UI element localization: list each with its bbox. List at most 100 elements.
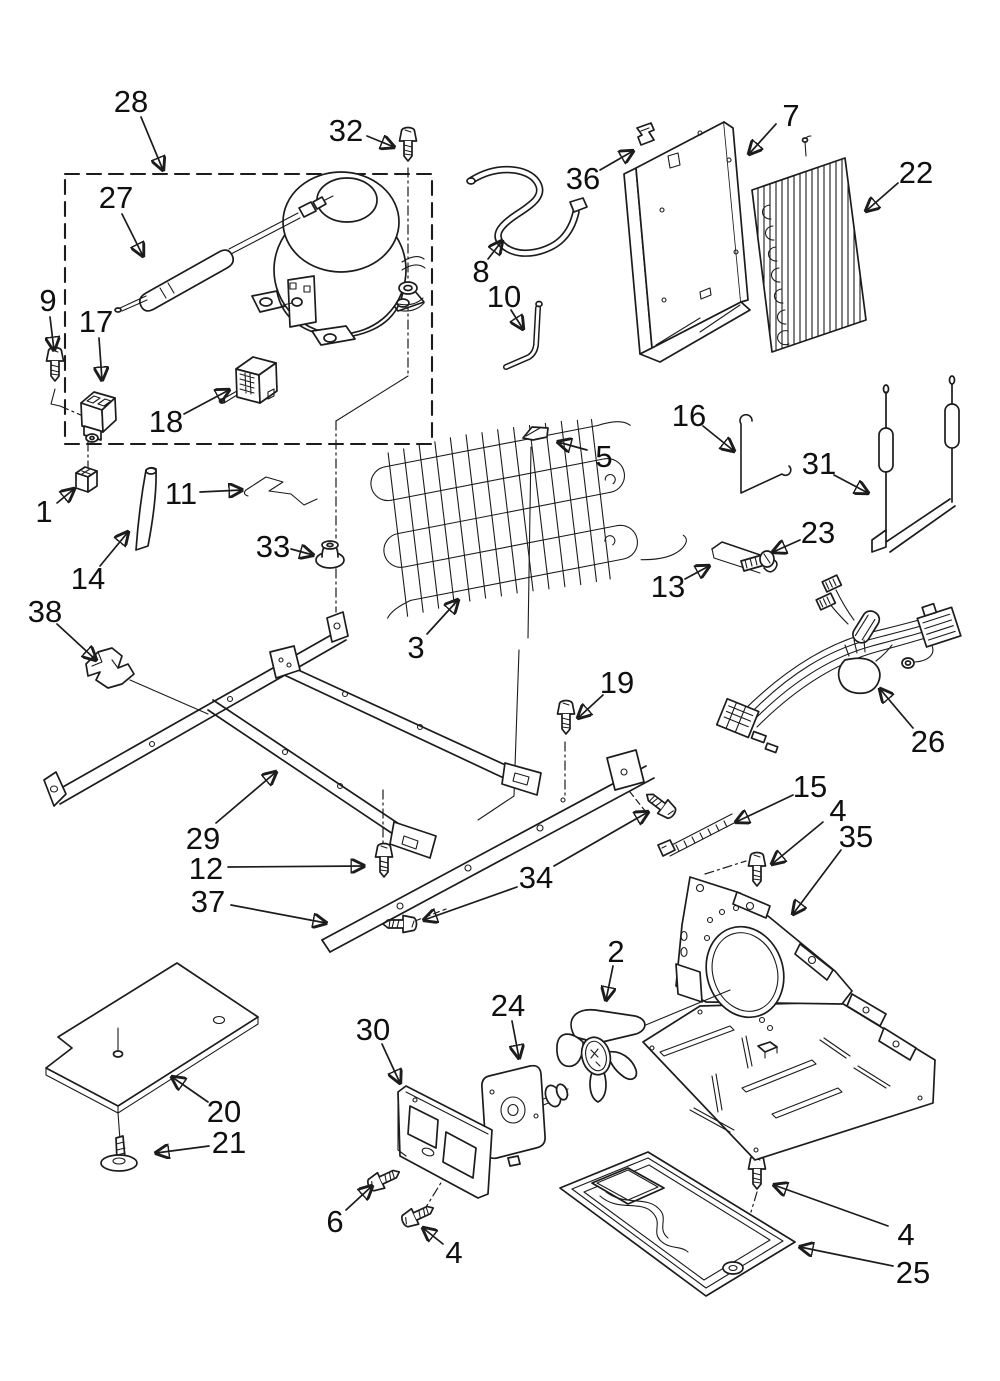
part-label-5: 5 xyxy=(595,439,612,474)
leader-arrow-37 xyxy=(230,904,326,923)
leader-arrow-20 xyxy=(172,1077,209,1103)
leader-arrow-2 xyxy=(606,965,613,1000)
part-label-16: 16 xyxy=(672,398,706,433)
part-label-20: 20 xyxy=(207,1094,241,1129)
leader-arrow-34 xyxy=(424,886,518,920)
clip-36 xyxy=(636,122,655,146)
part-label-34: 34 xyxy=(519,860,553,895)
leader-arrow-36 xyxy=(599,151,633,171)
part-label-28: 28 xyxy=(114,84,148,119)
fan-shroud-35 xyxy=(623,876,936,1161)
part-label-1: 1 xyxy=(35,494,52,529)
leader-arrow-31 xyxy=(833,474,868,493)
part-label-4: 4 xyxy=(829,793,846,828)
callout-layer: 2832279171811411333835810367221631231326… xyxy=(28,84,945,1290)
part-label-30: 30 xyxy=(356,1012,390,1047)
part-label-32: 32 xyxy=(329,113,363,148)
compressor xyxy=(251,171,426,346)
part-label-9: 9 xyxy=(39,283,56,318)
start-relay xyxy=(80,391,117,443)
leader-arrow-27 xyxy=(121,213,143,256)
leader-arrow-19 xyxy=(578,694,604,718)
bracket-38 xyxy=(85,647,209,715)
part-label-10: 10 xyxy=(487,279,521,314)
leader-arrow-5 xyxy=(558,442,588,450)
leader-arrow-4 xyxy=(774,1185,889,1227)
part-label-27: 27 xyxy=(99,180,133,215)
drain-tube-14 xyxy=(135,466,157,551)
screw-19 xyxy=(556,699,576,735)
compressor-kit-box-28 xyxy=(63,172,434,446)
part-label-13: 13 xyxy=(651,569,685,604)
part-label-36: 36 xyxy=(566,161,600,196)
leader-arrow-30 xyxy=(381,1043,400,1083)
drain-pan-25 xyxy=(559,1151,796,1297)
part-label-17: 17 xyxy=(79,304,113,339)
leader-arrow-8 xyxy=(487,241,502,260)
fan-blade-2 xyxy=(556,1009,646,1103)
leader-arrow-17 xyxy=(99,337,102,380)
leader-arrow-25 xyxy=(800,1247,894,1267)
defrost-heater-31 xyxy=(871,375,960,553)
tube-8 xyxy=(466,165,588,257)
screw-34-right xyxy=(640,786,680,823)
leader-arrow-21 xyxy=(156,1146,210,1153)
leader-arrow-32 xyxy=(366,136,394,147)
tube-10 xyxy=(503,300,543,370)
screw-12 xyxy=(374,842,394,878)
screw-4-bottom xyxy=(398,1199,438,1231)
condenser-22 xyxy=(751,135,867,353)
terminal-cube-1 xyxy=(75,466,98,493)
part-label-21: 21 xyxy=(212,1125,246,1160)
tie-strap-15 xyxy=(657,813,737,857)
leader-arrow-35 xyxy=(793,849,842,914)
leader-arrow-18 xyxy=(183,390,229,415)
part-label-4: 4 xyxy=(897,1217,914,1252)
part-label-22: 22 xyxy=(899,155,933,190)
part-label-12: 12 xyxy=(189,851,223,886)
part-label-38: 38 xyxy=(28,594,62,629)
push-fastener-21 xyxy=(100,1135,138,1172)
grommet-33 xyxy=(315,540,345,569)
leader-arrow-29 xyxy=(215,772,276,824)
leader-arrow-10 xyxy=(511,309,523,329)
part-label-7: 7 xyxy=(782,98,799,133)
part-label-2: 2 xyxy=(607,934,624,969)
leader-arrow-7 xyxy=(749,123,777,154)
overload-protector xyxy=(218,356,278,404)
part-label-11: 11 xyxy=(165,476,197,511)
part-label-3: 3 xyxy=(407,630,424,665)
part-label-19: 19 xyxy=(600,665,634,700)
leader-arrow-16 xyxy=(702,425,734,451)
leader-arrow-6 xyxy=(345,1186,372,1211)
leader-arrow-26 xyxy=(880,689,914,729)
leader-arrow-13 xyxy=(684,566,709,580)
leader-arrow-9 xyxy=(50,316,54,350)
screw-6 xyxy=(364,1163,404,1195)
leader-arrow-22 xyxy=(866,182,899,211)
part-label-31: 31 xyxy=(802,446,836,481)
leader-arrow-12 xyxy=(227,866,364,867)
wire-clip-11 xyxy=(243,476,318,506)
leader-arrow-28 xyxy=(140,116,163,170)
part-label-18: 18 xyxy=(149,404,183,439)
side-panel-7 xyxy=(623,121,751,363)
cover-plate-20 xyxy=(45,962,259,1141)
part-label-14: 14 xyxy=(71,561,105,596)
part-label-37: 37 xyxy=(191,884,225,919)
leader-arrow-33 xyxy=(290,549,313,555)
leader-arrow-24 xyxy=(512,1020,519,1058)
rail-37 xyxy=(321,749,655,953)
leader-arrow-4 xyxy=(423,1228,444,1245)
part-label-8: 8 xyxy=(472,254,489,289)
leader-arrow-23 xyxy=(773,539,801,552)
part-label-24: 24 xyxy=(491,988,525,1023)
part-label-23: 23 xyxy=(801,515,835,550)
screw-4-pan xyxy=(747,1154,767,1190)
part-label-35: 35 xyxy=(839,819,873,854)
part-label-25: 25 xyxy=(896,1255,930,1290)
fan-motor-24 xyxy=(481,1064,569,1167)
frame-rails-29 xyxy=(43,611,542,859)
leader-arrow-3 xyxy=(426,600,458,635)
